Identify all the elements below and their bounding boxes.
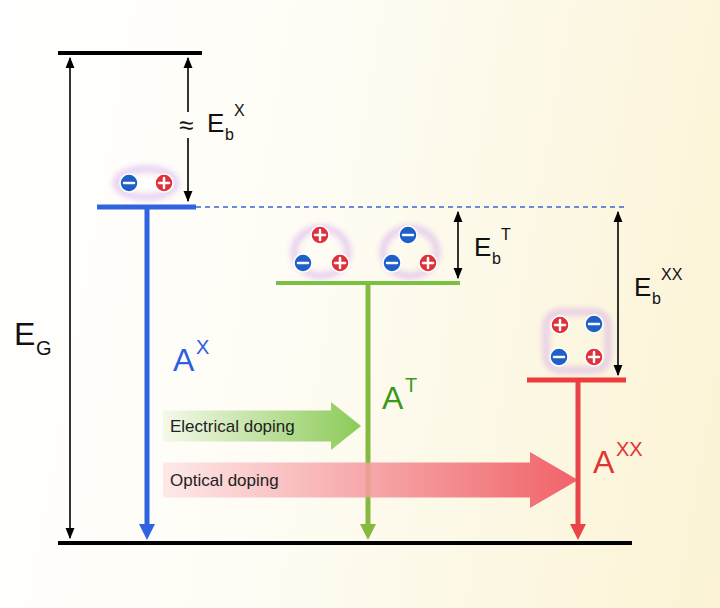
energy-subscript: b	[652, 291, 661, 307]
energy-symbol: E	[207, 110, 224, 136]
energy-superscript: XX	[661, 267, 682, 283]
doping-arrow: Electrical doping	[163, 401, 361, 451]
gap-symbol: E	[14, 318, 35, 350]
binding-arrow	[457, 212, 459, 278]
transition-superscript: X	[196, 337, 209, 357]
trion-level	[276, 281, 460, 285]
energy-superscript: T	[501, 227, 511, 243]
approx-symbol: ≈	[178, 112, 194, 138]
energy-symbol: E	[634, 274, 651, 300]
transition-symbol: A	[173, 344, 194, 376]
emission-arrow	[139, 209, 155, 540]
gap-arrow	[69, 58, 71, 538]
transition-symbol: A	[382, 382, 403, 414]
energy-subscript: b	[225, 127, 234, 143]
reference-dashed-line	[196, 206, 626, 208]
transition-symbol: A	[593, 446, 614, 478]
band-edge-level	[58, 51, 202, 55]
ground-level	[58, 541, 632, 545]
transition-superscript: T	[405, 375, 417, 395]
energy-superscript: X	[234, 103, 245, 119]
doping-arrow: Optical doping	[163, 451, 578, 509]
binding-arrow	[617, 212, 619, 375]
energy-symbol: E	[474, 234, 491, 260]
doping-label: Optical doping	[170, 472, 279, 489]
gap-subscript: G	[36, 338, 52, 358]
particle-halo	[116, 169, 608, 370]
emission-arrow	[570, 382, 586, 540]
exciton-level	[97, 205, 196, 210]
particle-icons	[120, 174, 603, 366]
emission-arrow	[360, 285, 376, 540]
doping-label: Electrical doping	[170, 418, 295, 435]
biexciton-level	[527, 378, 626, 383]
transition-superscript: XX	[616, 439, 643, 459]
energy-subscript: b	[492, 251, 501, 267]
